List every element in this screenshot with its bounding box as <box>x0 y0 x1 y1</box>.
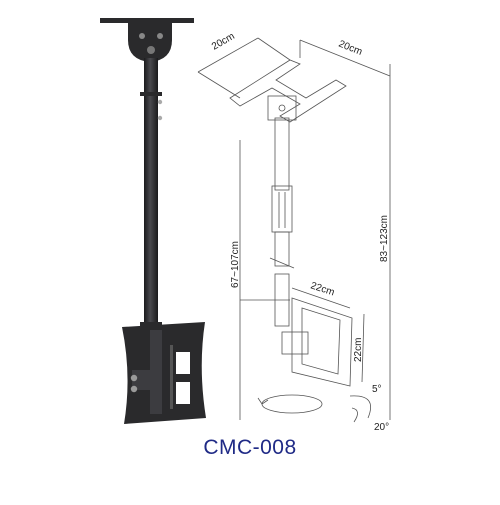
top-bracket <box>128 23 172 62</box>
vesa-height-label: 22cm <box>353 338 364 362</box>
pole-range-label: 67~107cm <box>230 241 241 288</box>
dimension-labels: 20cm 20cm 67~107cm 83~123cm 22cm 22cm 5°… <box>210 31 390 433</box>
technical-drawing <box>197 37 391 423</box>
ceiling-plate-outline <box>229 59 347 123</box>
pole <box>144 58 158 340</box>
ceiling-plate <box>100 18 194 23</box>
plate-length-label: 20cm <box>337 39 364 58</box>
model-number: CMC-008 <box>203 436 297 459</box>
vesa-width-label: 22cm <box>309 280 336 298</box>
swivel-indicator <box>261 394 323 414</box>
tilt-down-label: 20° <box>374 422 389 433</box>
vesa-plate-outline <box>291 297 353 387</box>
tilt-indicator <box>349 395 372 423</box>
tilt-up-label: 5° <box>372 384 382 395</box>
total-range-label: 83~123cm <box>379 215 390 262</box>
ceiling-mount-photo <box>100 18 206 424</box>
plate-width-label: 20cm <box>210 31 237 53</box>
